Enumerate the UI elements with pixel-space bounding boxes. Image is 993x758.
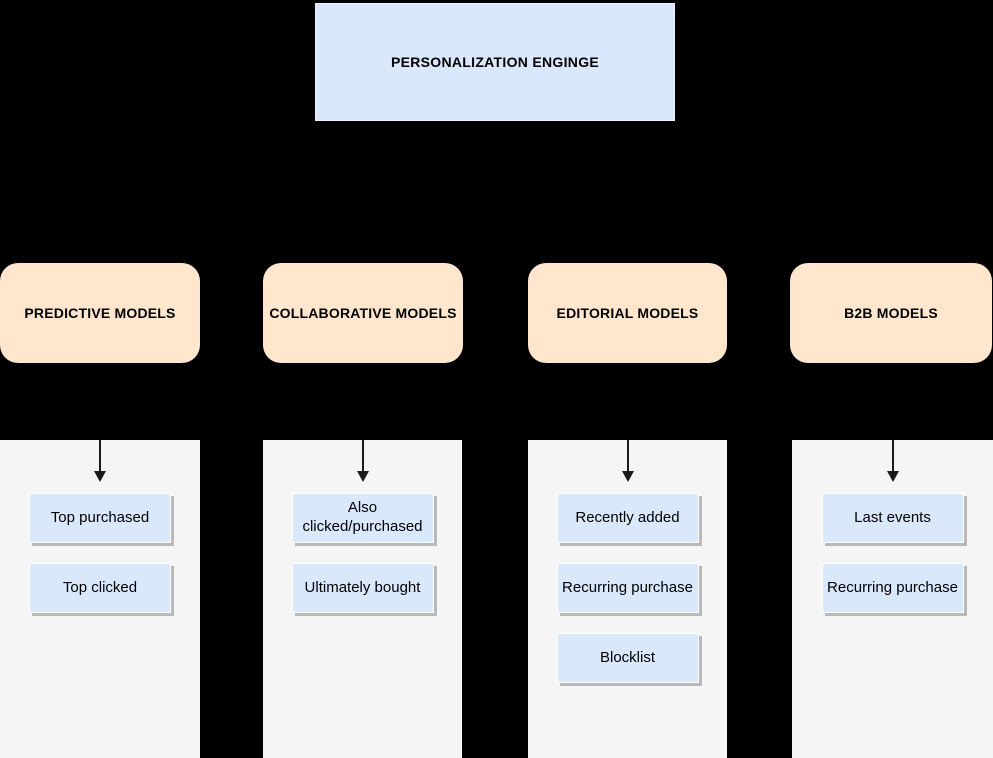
- arrow-shaft: [626, 440, 629, 471]
- down-arrow-icon: [886, 440, 899, 482]
- item-list: Also clicked/purchased Ultimately bought: [263, 493, 462, 633]
- arrow-head: [621, 471, 634, 482]
- item-list: Top purchased Top clicked: [0, 493, 200, 633]
- model-item-blocklist: Blocklist: [556, 633, 699, 683]
- category-node-editorial-models: EDITORIAL MODELS: [528, 263, 727, 363]
- root-node-label: PERSONALIZATION ENGINGE: [390, 54, 600, 70]
- down-arrow-icon: [621, 440, 634, 482]
- down-arrow-icon: [356, 440, 369, 482]
- panel-b2b-models: Last events Recurring purchase: [792, 440, 993, 758]
- panel-predictive-models: Top purchased Top clicked: [0, 440, 200, 758]
- category-node-b2b-models: B2B MODELS: [790, 263, 992, 363]
- arrow-shaft: [361, 440, 364, 471]
- category-node-predictive-models: PREDICTIVE MODELS: [0, 263, 200, 363]
- arrow-shaft: [99, 440, 101, 471]
- model-item-top-purchased: Top purchased: [29, 493, 171, 543]
- panel-collaborative-models: Also clicked/purchased Ultimately bought: [263, 440, 462, 758]
- model-item-top-clicked: Top clicked: [29, 563, 171, 613]
- arrow-head: [356, 471, 369, 482]
- item-list: Last events Recurring purchase: [792, 493, 993, 633]
- model-item-recently-added: Recently added: [556, 493, 699, 543]
- panel-editorial-models: Recently added Recurring purchase Blockl…: [528, 440, 727, 758]
- arrow-shaft: [891, 440, 894, 471]
- arrow-head: [94, 471, 106, 482]
- model-item-ultimately-bought: Ultimately bought: [291, 563, 434, 613]
- model-item-also-clicked-purchased: Also clicked/purchased: [291, 493, 434, 543]
- root-node-personalization-engine: PERSONALIZATION ENGINGE: [315, 3, 675, 121]
- item-list: Recently added Recurring purchase Blockl…: [528, 493, 727, 703]
- down-arrow-icon: [94, 440, 106, 482]
- model-item-recurring-purchase: Recurring purchase: [821, 563, 964, 613]
- category-node-label: B2B MODELS: [844, 305, 938, 321]
- model-item-last-events: Last events: [821, 493, 964, 543]
- arrow-head: [886, 471, 899, 482]
- category-node-label: EDITORIAL MODELS: [556, 305, 699, 321]
- model-item-recurring-purchase: Recurring purchase: [556, 563, 699, 613]
- category-node-label: COLLABORATIVE MODELS: [269, 305, 457, 321]
- category-node-label: PREDICTIVE MODELS: [24, 305, 176, 321]
- category-node-collaborative-models: COLLABORATIVE MODELS: [263, 263, 463, 363]
